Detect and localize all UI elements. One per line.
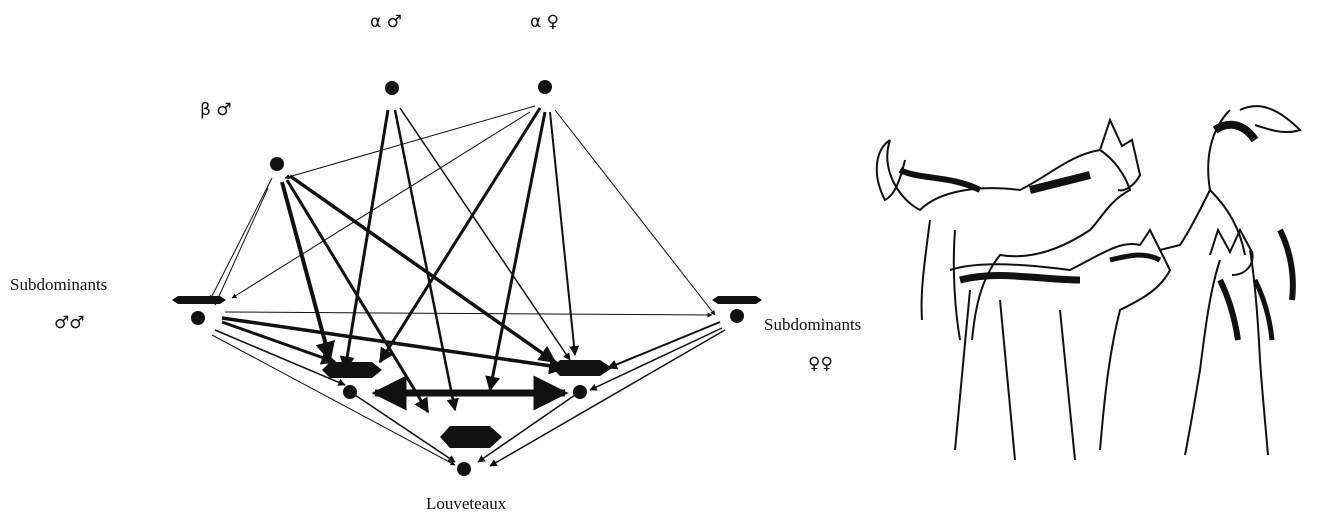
node-subdominant-male bbox=[191, 311, 205, 325]
bidirectional-blocks bbox=[172, 296, 762, 448]
label-subdominants-right-symbol: ♀♀ bbox=[808, 354, 833, 374]
block-arrow bbox=[172, 296, 226, 304]
arrow bbox=[339, 109, 390, 372]
arrow bbox=[378, 107, 542, 364]
arrow bbox=[589, 327, 723, 391]
label-beta-male: β ♂ bbox=[200, 100, 232, 120]
arrow bbox=[354, 394, 456, 463]
wolf-body bbox=[949, 228, 1172, 451]
arrow bbox=[209, 177, 273, 301]
node-pups bbox=[457, 462, 471, 476]
arrow bbox=[554, 109, 716, 316]
node-beta-male bbox=[270, 157, 284, 171]
arrow bbox=[221, 320, 337, 365]
arrow bbox=[288, 174, 557, 364]
arrow bbox=[280, 181, 335, 362]
arrow bbox=[285, 179, 430, 414]
block-arrow bbox=[712, 296, 762, 304]
wolf-legs bbox=[920, 219, 961, 341]
interaction-arrows bbox=[209, 105, 726, 467]
arrow bbox=[393, 109, 459, 412]
wolf-body bbox=[886, 139, 1132, 341]
arrow bbox=[549, 111, 580, 356]
block-arrow bbox=[440, 426, 502, 448]
wolf-tail bbox=[1239, 105, 1302, 134]
node-alpha-female bbox=[538, 80, 552, 94]
arrow bbox=[485, 111, 547, 392]
wolf-head bbox=[1209, 227, 1254, 276]
node-subdominant-female bbox=[730, 309, 744, 323]
node-mid-right bbox=[573, 385, 587, 399]
label-alpha-female: α ♀ bbox=[530, 12, 560, 32]
arrow bbox=[489, 329, 726, 467]
label-subdominants-left-symbol: ♂♂ bbox=[54, 313, 85, 333]
wolf-legs bbox=[954, 289, 1076, 461]
nodes bbox=[191, 80, 744, 476]
wolf-tail bbox=[875, 139, 906, 202]
wolf-body bbox=[1184, 249, 1269, 456]
block-arrow bbox=[552, 360, 612, 376]
arrow bbox=[399, 107, 571, 361]
arrow bbox=[224, 311, 713, 318]
arrow bbox=[284, 105, 536, 180]
arrow bbox=[231, 111, 531, 299]
label-pups: Louveteaux bbox=[426, 494, 507, 513]
arrow bbox=[214, 187, 269, 306]
node-mid-left bbox=[343, 385, 357, 399]
arrow bbox=[211, 334, 456, 466]
wolves-illustration bbox=[875, 105, 1302, 461]
label-alpha-male: α ♂ bbox=[370, 12, 402, 32]
wolf-head bbox=[1099, 117, 1142, 192]
dominance-network-diagram bbox=[172, 80, 762, 476]
arrow bbox=[221, 316, 567, 375]
arrow bbox=[477, 394, 576, 463]
arrow bbox=[214, 329, 346, 386]
wolf-body bbox=[1159, 109, 1246, 256]
label-subdominants-right: Subdominants bbox=[764, 315, 862, 334]
arrow bbox=[607, 321, 721, 370]
block-arrow bbox=[322, 362, 382, 378]
node-alpha-male bbox=[385, 81, 399, 95]
label-subdominants-left: Subdominants bbox=[10, 275, 108, 294]
